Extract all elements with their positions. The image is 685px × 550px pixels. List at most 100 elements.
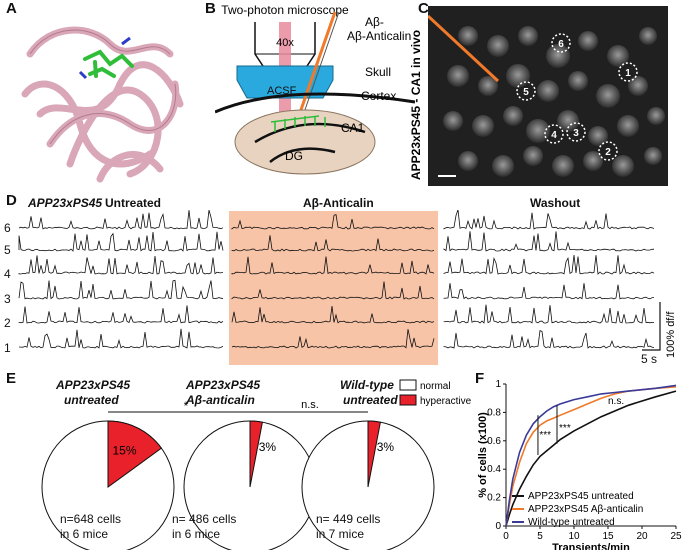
neuron-field <box>443 26 665 177</box>
cumulative-distribution-chart: 0 5 10 15 20 25 0 0.2 0.4 0.6 0.8 1 *** *** n.s. APP23x… <box>478 380 682 550</box>
protein-structure-image <box>21 26 184 183</box>
condition-anticalin: Aβ-Anticalin <box>303 196 374 210</box>
y-tick-label: 0.8 <box>487 407 501 418</box>
legend-label-3: Wild-type untreated <box>528 517 615 528</box>
trace-label-3: 3 <box>4 292 11 306</box>
skull-label: Skull <box>365 65 391 79</box>
ca1-neurons <box>270 115 326 132</box>
trace-label-4: 4 <box>4 267 11 281</box>
trace-row-6-seg-1 <box>18 210 224 230</box>
pie2-mice: in 6 mice <box>172 527 221 541</box>
trace-row-5-seg-1 <box>18 231 224 252</box>
pie3-title-2: untreated <box>343 393 398 407</box>
trace-row-2-seg-2 <box>231 306 435 324</box>
y-axis-title: % of cells (x100) <box>478 412 489 498</box>
x-tick-label: 25 <box>670 531 682 542</box>
roi-label-3: 3 <box>573 128 579 139</box>
ligand-sticks <box>83 49 134 78</box>
pie2-title-1: APP23xPS45 <box>186 378 261 392</box>
condition-washout: Washout <box>530 196 581 210</box>
trace-row-5-seg-3 <box>443 231 655 252</box>
trace-row-1-seg-2 <box>231 329 435 349</box>
x-tick-label: 5 <box>537 531 543 542</box>
sig-star: * <box>184 399 189 413</box>
roi-label-4: 4 <box>551 130 557 141</box>
annotation-3: n.s. <box>608 396 624 407</box>
drug-label: Aβ-Anticalin <box>347 29 411 43</box>
hyperactivity-pies: * n.s. normal hyperactive 15%3%3% <box>41 379 472 550</box>
pie3-n: n= 449 cells <box>316 512 381 526</box>
panel-label-d: D <box>6 192 17 209</box>
y-tick-label: 0.6 <box>487 436 501 447</box>
ca1-layer <box>254 122 366 144</box>
pipette <box>293 11 337 128</box>
scale-amp-label: 100% df/f <box>665 311 677 358</box>
trace-row-6-seg-2 <box>231 213 435 230</box>
condition-untreated: Untreated <box>105 196 162 210</box>
roi-label-5: 5 <box>523 87 529 98</box>
panel-label-e: E <box>6 370 17 387</box>
drug-application-shading <box>229 211 438 365</box>
legend-label-2: APP23xPS45 Aβ-anticalin <box>528 504 643 515</box>
y-tick-label: 0.2 <box>487 493 501 504</box>
trace-row-1-seg-3 <box>443 330 655 349</box>
panel-label-b: B <box>205 0 216 17</box>
pie2-title-2: Aβ-anticalin <box>186 393 255 407</box>
microscope-schematic: Two-photon microscope 40x ACSF Aβ- Aβ-An… <box>215 3 416 175</box>
trace-row-4-seg-1 <box>18 255 224 275</box>
sig-ns: n.s. <box>301 399 319 411</box>
trace-label-5: 5 <box>4 243 11 257</box>
objective-magnification: 40x <box>276 37 294 49</box>
trace-row-3-seg-2 <box>231 281 435 300</box>
legend-normal-swatch <box>399 379 417 391</box>
x-tick-label: 15 <box>602 531 614 542</box>
trace-row-2-seg-3 <box>443 304 655 324</box>
skull-line <box>215 92 416 114</box>
pie2-n: n= 486 cells <box>172 512 237 526</box>
panel-label-f: F <box>475 370 485 387</box>
y-tick-label: 0.4 <box>487 464 501 475</box>
trace-row-5-seg-2 <box>231 235 435 252</box>
x-tick-label: 20 <box>636 531 648 542</box>
trace-label-1: 1 <box>4 341 11 355</box>
drug-label-line1: Aβ- <box>365 15 384 29</box>
annotation-1: *** <box>539 430 551 441</box>
trace-row-1-seg-1 <box>18 328 224 349</box>
trace-row-2-seg-1 <box>18 305 224 324</box>
pie-3-percent-label: 3% <box>377 440 395 454</box>
dg-label: DG <box>285 149 303 163</box>
pie1-n: n=648 cells <box>60 512 122 526</box>
traces-genotype: APP23xPS45 <box>28 196 103 210</box>
scale-bars <box>642 302 661 351</box>
trace-label-6: 6 <box>4 221 11 235</box>
pie3-title-1: Wild-type <box>340 378 394 392</box>
pie-2-percent-label: 3% <box>259 440 277 454</box>
pie1-title-2: untreated <box>64 393 119 407</box>
microscope-title: Two-photon microscope <box>221 3 349 17</box>
x-tick-label: 0 <box>503 531 509 542</box>
calcium-imaging-frame: 1 2 3 4 5 6 <box>426 6 668 186</box>
panel-label-c: C <box>418 0 429 17</box>
y-tick-label: 0 <box>495 521 501 532</box>
trace-label-2: 2 <box>4 316 11 330</box>
annotation-2: *** <box>559 423 571 434</box>
scale-time-label: 5 s <box>641 352 658 366</box>
legend-normal-label: normal <box>420 381 451 392</box>
roi-label-1: 1 <box>625 68 631 79</box>
legend-hyperactive-label: hyperactive <box>420 396 472 407</box>
trace-row-3-seg-3 <box>443 283 655 300</box>
pie-1-hyperactive-slice <box>107 420 163 488</box>
x-tick-label: 10 <box>568 531 580 542</box>
trace-row-4-seg-2 <box>231 256 435 275</box>
imaging-side-label: APP23xPS45 - CA1 in vivo <box>409 30 423 180</box>
series-line-3 <box>505 384 677 527</box>
roi-label-2: 2 <box>605 147 611 158</box>
x-axis-title: Transients/min <box>552 542 630 550</box>
pie1-title-1: APP23xPS45 <box>56 378 131 392</box>
calcium-traces <box>18 210 655 349</box>
ca1-label: CA1 <box>341 121 365 135</box>
trace-row-3-seg-1 <box>18 279 224 300</box>
pipette-in-image <box>426 14 500 83</box>
pie3-mice: in 7 mice <box>316 527 365 541</box>
y-tick-label: 1 <box>495 380 501 390</box>
